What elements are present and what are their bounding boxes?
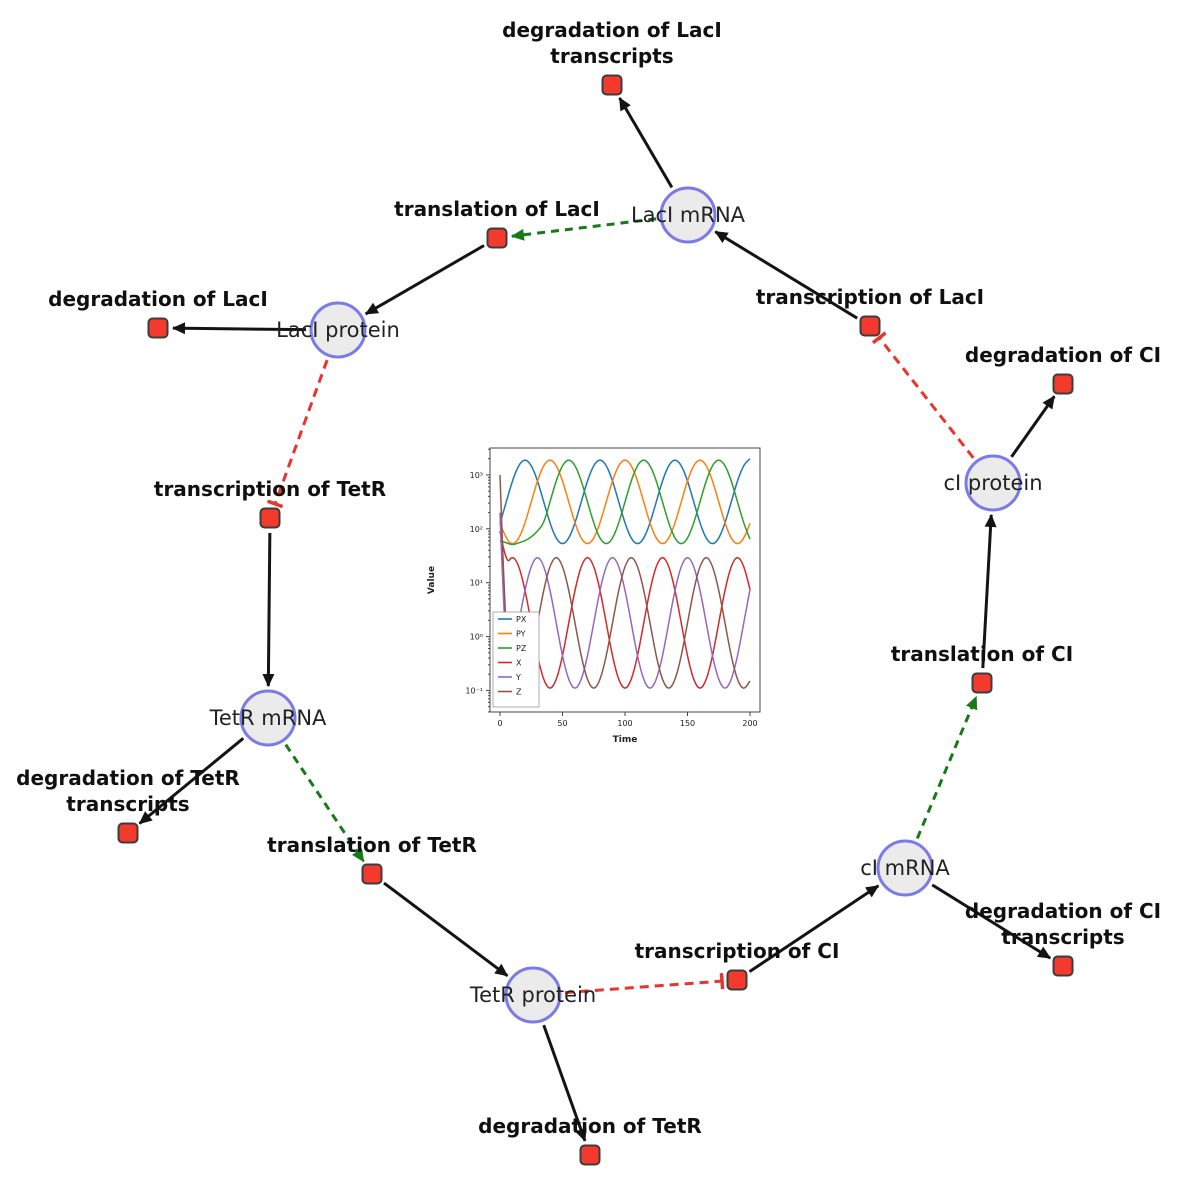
edge-consumption-ci_mrna-to-deg_ci_tr <box>931 883 1052 960</box>
timecourse-chart-canvas <box>420 440 770 758</box>
species-node-laci_protein[interactable] <box>309 301 367 359</box>
laci_protein-label: LacI protein <box>276 318 400 342</box>
reaction-node-deg_tetr[interactable] <box>579 1144 601 1166</box>
edge-production-transcr_tetr-to-tetr_mrna <box>262 532 275 688</box>
deg_laci-label: degradation of LacI <box>48 287 268 311</box>
edge-production-transcr_laci-to-laci_mrna <box>714 230 858 320</box>
reaction-node-deg_ci_tr[interactable] <box>1052 955 1074 977</box>
edge-production-transl_ci-to-ci_protein <box>981 513 997 669</box>
laci_mrna-label: LacI mRNA <box>630 203 746 227</box>
timecourse-inset-chart <box>420 440 770 758</box>
edge-consumption-laci_mrna-to-deg_laci_tr <box>618 97 674 189</box>
transl_laci-label: translation of LacI <box>394 197 600 221</box>
edge-consumption-tetr_mrna-to-deg_tetr_tr <box>138 737 245 825</box>
edge-production-transl_tetr-to-tetr_protein <box>383 881 509 977</box>
reaction-node-transcr_ci[interactable] <box>726 969 748 991</box>
reaction-node-deg_tetr_tr[interactable] <box>117 822 139 844</box>
edge-production-transcr_ci-to-ci_mrna <box>748 884 880 973</box>
reaction-node-transl_tetr[interactable] <box>361 863 383 885</box>
reaction-node-deg_laci_tr[interactable] <box>601 74 623 96</box>
transcr_ci-label: transcription of CI <box>634 939 840 963</box>
reaction-node-deg_laci[interactable] <box>147 317 169 339</box>
ci_mrna-label: cI mRNA <box>860 856 950 880</box>
edge-consumption-laci_protein-to-deg_laci <box>171 322 307 335</box>
reaction-node-transl_ci[interactable] <box>971 672 993 694</box>
edge-modifier-tetr_mrna-to-transl_tetr <box>284 743 365 863</box>
species-node-tetr_protein[interactable] <box>504 966 562 1024</box>
edge-inhibition-ci_protein-to-transcr_laci <box>871 331 975 459</box>
reaction-node-deg_ci[interactable] <box>1052 373 1074 395</box>
reaction-node-transcr_tetr[interactable] <box>259 507 281 529</box>
tetr_protein-label: TetR protein <box>469 983 597 1007</box>
edge-inhibition-laci_protein-to-transcr_tetr <box>266 359 329 509</box>
edge-consumption-ci_protein-to-deg_ci <box>1010 395 1056 458</box>
transcr_tetr-label: transcription of TetR <box>153 477 387 501</box>
edge-inhibition-tetr_protein-to-transcr_ci <box>564 972 725 995</box>
species-node-tetr_mrna[interactable] <box>239 689 297 747</box>
transl_tetr-label: translation of TetR <box>267 833 477 857</box>
species-node-ci_protein[interactable] <box>964 454 1022 512</box>
species-node-ci_mrna[interactable] <box>876 839 934 897</box>
deg_ci-label: degradation of CI <box>964 343 1162 367</box>
transl_ci-label: translation of CI <box>890 642 1074 666</box>
ci_protein-label: cI protein <box>943 471 1043 495</box>
transcr_laci-label: transcription of LacI <box>755 285 985 309</box>
reaction-node-transl_laci[interactable] <box>486 227 508 249</box>
tetr_mrna-label: TetR mRNA <box>209 706 327 730</box>
species-node-laci_mrna[interactable] <box>659 186 717 244</box>
deg_tetr-label: degradation of TetR <box>478 1114 702 1138</box>
edge-modifier-laci_mrna-to-transl_laci <box>510 217 657 241</box>
edge-production-transl_laci-to-laci_protein <box>364 244 485 316</box>
edge-consumption-tetr_protein-to-deg_tetr <box>542 1024 587 1142</box>
edge-modifier-ci_mrna-to-transl_ci <box>915 695 978 840</box>
reaction-node-transcr_laci[interactable] <box>859 315 881 337</box>
